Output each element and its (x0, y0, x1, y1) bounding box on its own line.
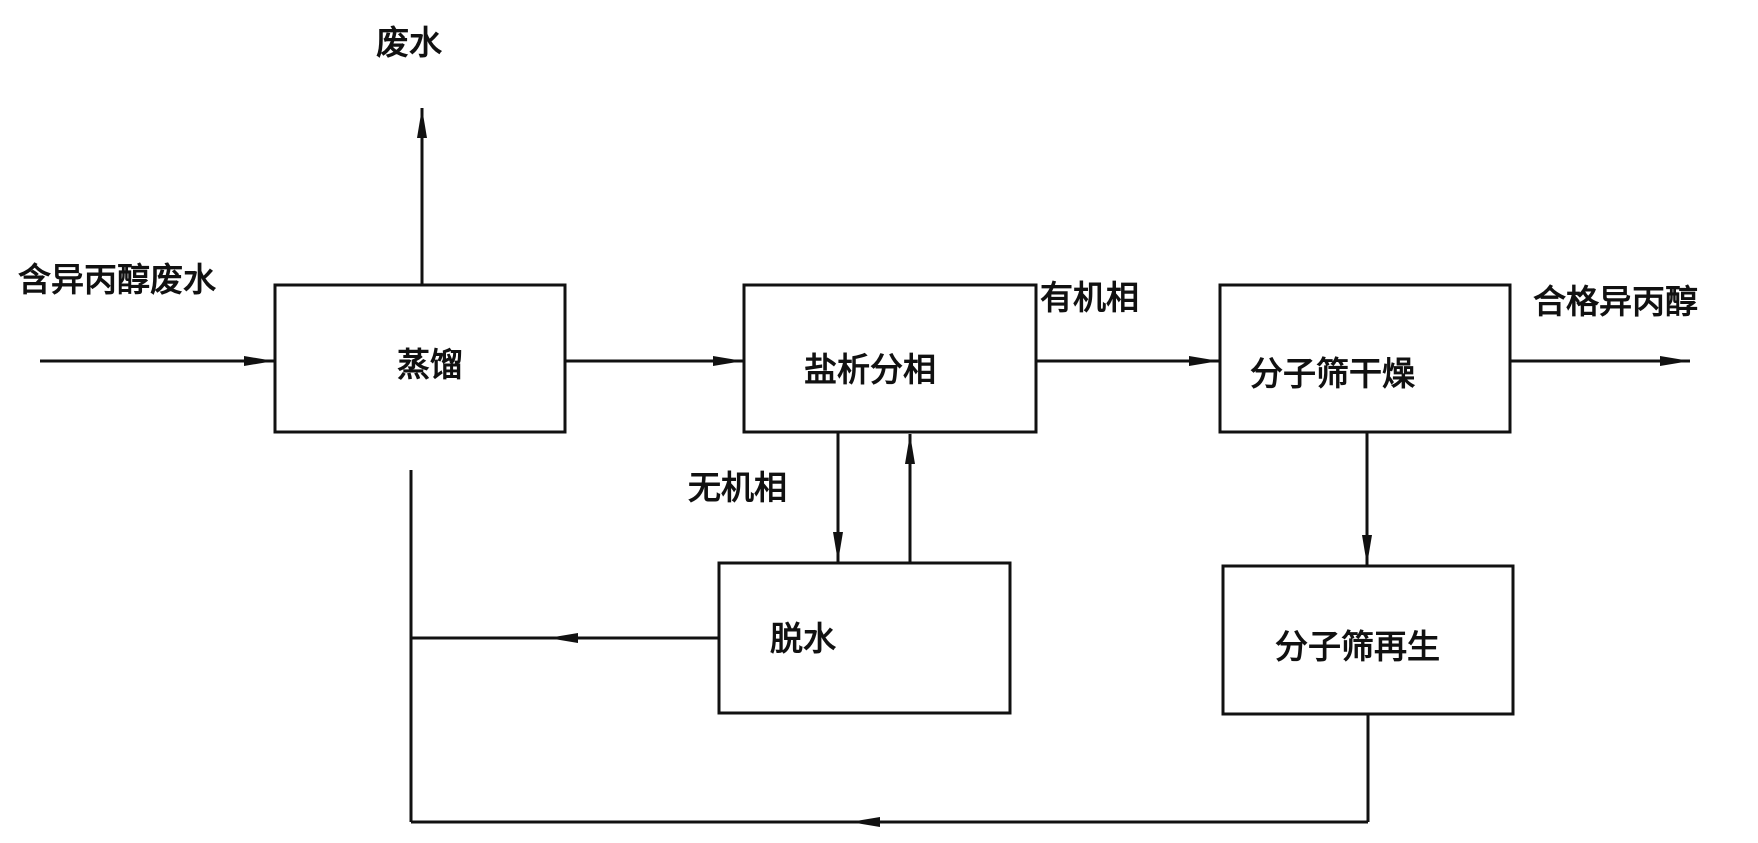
distillation-box (273, 283, 567, 434)
waste-water-label: 废水 (376, 23, 443, 62)
dehydration-label: 脱水 (770, 619, 837, 658)
organic-phase-label: 有机相 (1040, 278, 1139, 317)
salting-out-label: 盐析分相 (804, 350, 936, 389)
sieve-drying-label: 分子筛干燥 (1250, 354, 1416, 393)
salting-out-box (742, 283, 1038, 434)
sieve-regen-box (1221, 564, 1515, 716)
distillation-label: 蒸馏 (397, 345, 463, 384)
feed-label: 含异丙醇废水 (18, 260, 217, 299)
inorganic-phase-label: 无机相 (688, 468, 787, 507)
product-label: 合格异丙醇 (1533, 282, 1698, 321)
sieve-regen-label: 分子筛再生 (1275, 627, 1440, 666)
sieve-drying-box (1218, 283, 1512, 434)
dehydration-box (717, 561, 1012, 715)
